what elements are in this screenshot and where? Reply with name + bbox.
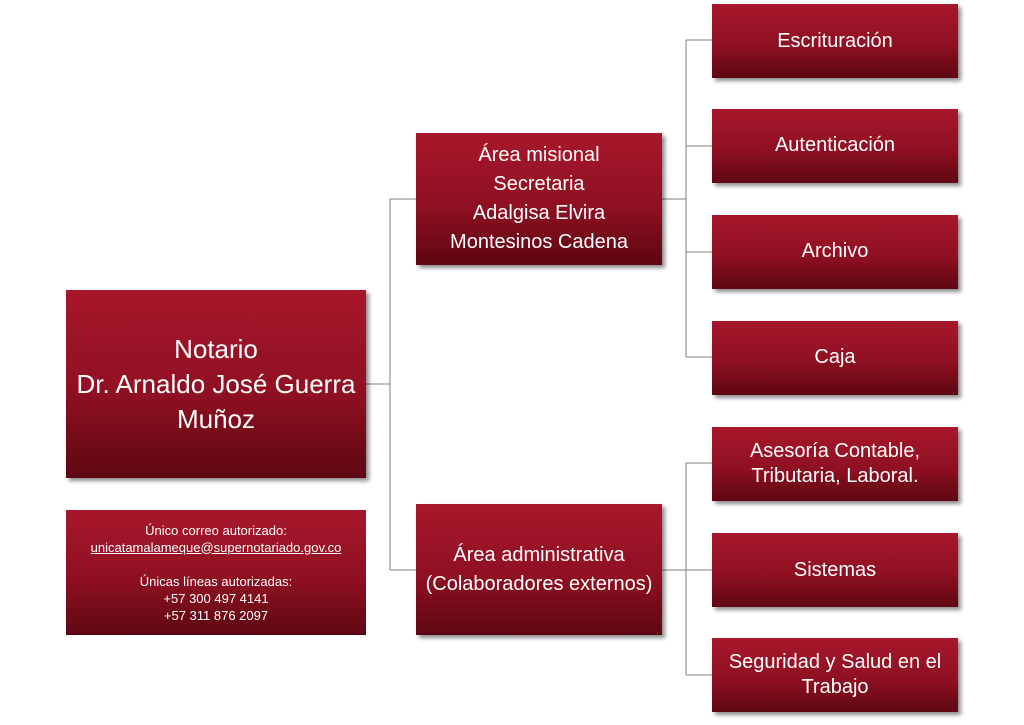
area-administrativa-label: Área administrativa (Colaboradores exter…: [425, 543, 653, 595]
asesoria-label: Asesoría Contable, Tributaria, Laboral.: [749, 440, 921, 487]
autenticacion-box: Autenticación: [712, 109, 958, 183]
email-link[interactable]: unicatamalameque@supernotariado.gov.co: [90, 539, 342, 555]
caja-label: Caja: [814, 346, 856, 368]
area-administrativa-box: Área administrativa (Colaboradores exter…: [416, 504, 662, 635]
email-label: Único correo autorizado:: [145, 522, 287, 538]
contact-box: Único correo autorizado: unicatamalamequ…: [66, 510, 366, 635]
seguridad-salud-label: Seguridad y Salud en el Trabajo: [728, 651, 942, 698]
sistemas-box: Sistemas: [712, 533, 958, 607]
archivo-box: Archivo: [712, 215, 958, 289]
asesoria-box: Asesoría Contable, Tributaria, Laboral.: [712, 427, 958, 501]
escrituracion-label: Escrituración: [777, 30, 893, 52]
escrituracion-box: Escrituración: [712, 4, 958, 78]
area-misional-label: Área misional Secretaria Adalgisa Elvira…: [450, 144, 628, 253]
phone-2: +57 311 876 2097: [163, 607, 269, 623]
notario-box: Notario Dr. Arnaldo José Guerra Muñoz: [66, 290, 366, 478]
seguridad-salud-box: Seguridad y Salud en el Trabajo: [712, 638, 958, 712]
phones-label: Únicas líneas autorizadas:: [139, 573, 293, 589]
area-misional-box: Área misional Secretaria Adalgisa Elvira…: [416, 133, 662, 265]
caja-box: Caja: [712, 321, 958, 395]
notario-label: Notario Dr. Arnaldo José Guerra Muñoz: [76, 333, 356, 434]
phone-1: +57 300 497 4141: [163, 590, 269, 606]
archivo-label: Archivo: [801, 240, 869, 262]
sistemas-label: Sistemas: [793, 558, 877, 581]
autenticacion-label: Autenticación: [774, 134, 896, 156]
